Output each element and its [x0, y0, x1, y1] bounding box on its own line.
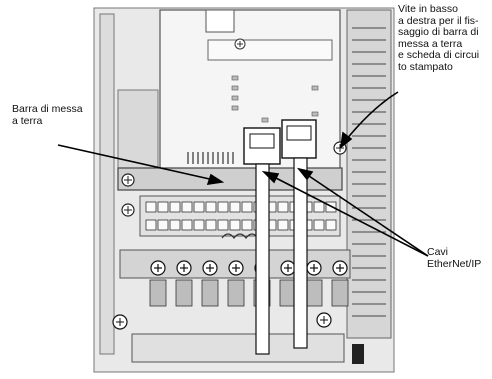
heatsink-fins [352, 27, 386, 317]
cables-label: Cavi EtherNet/IP [427, 246, 482, 270]
ground-bar [117, 167, 343, 191]
heatsink [346, 9, 392, 339]
arrow-screw [345, 91, 399, 141]
arrow-cable-1 [271, 175, 429, 257]
header-pins [187, 152, 234, 164]
base-latch [352, 344, 364, 364]
left-wall [99, 13, 115, 355]
arrow-ground-bar [57, 144, 215, 181]
callout-arrows [57, 91, 429, 257]
pcb-connector-top [207, 39, 333, 61]
screw-label: Vite in basso a destra per il fis- saggi… [398, 3, 480, 73]
side-panel [117, 89, 159, 175]
coil [221, 233, 259, 239]
pcb-tab [205, 9, 235, 33]
power-terminal-screw-slots [154, 264, 344, 272]
ground-bar-label: Barra di messa a terra [12, 103, 83, 127]
ethernet-cable-1 [255, 163, 270, 355]
pcb-components [231, 75, 319, 123]
drive-base [131, 333, 345, 363]
arrow-cable-2 [305, 173, 429, 257]
ethernet-cable-2 [293, 157, 308, 349]
